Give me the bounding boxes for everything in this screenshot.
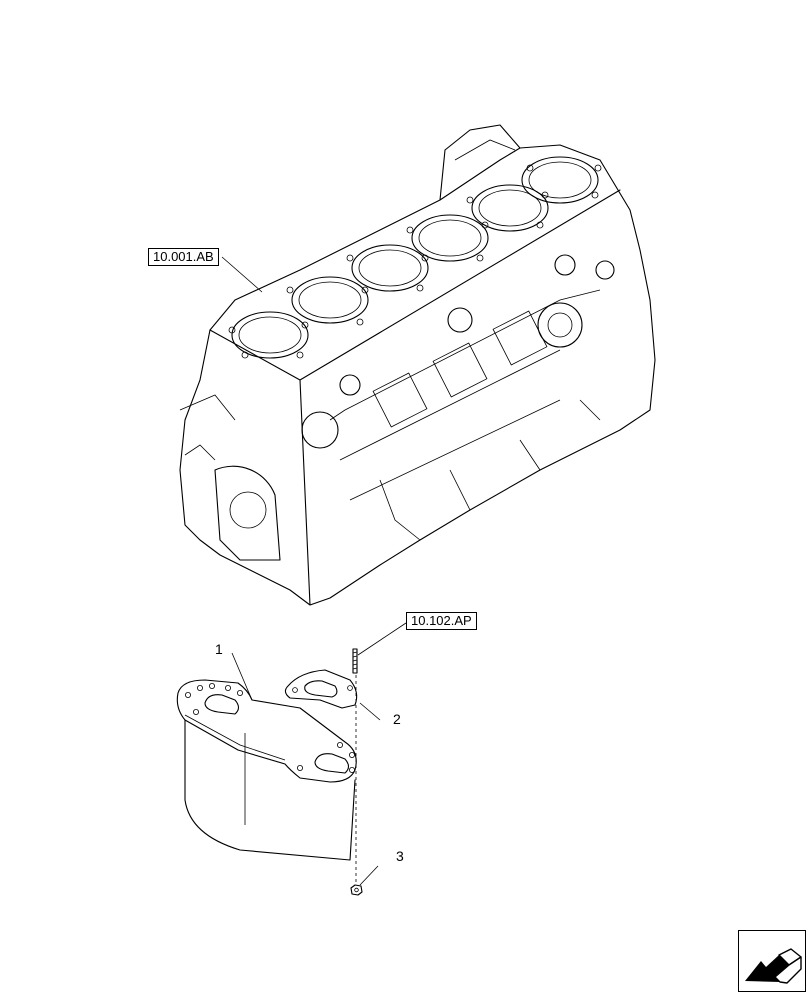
callout-1: 1 (215, 641, 223, 657)
nut-part (350, 884, 363, 896)
arrow-icon (745, 948, 802, 984)
stud-part (352, 648, 358, 674)
stud-reference-link[interactable]: 10.102.AP (406, 612, 477, 630)
gasket-part (284, 669, 358, 709)
head-bolt-holes (228, 164, 602, 359)
navigation-button[interactable] (738, 930, 806, 992)
callout-2: 2 (393, 711, 401, 727)
engine-block-illustration (179, 124, 656, 606)
oil-cooler-part (176, 679, 357, 861)
callout-3: 3 (396, 848, 404, 864)
cylinder-bores (231, 156, 599, 359)
engine-block-reference-link[interactable]: 10.001.AB (148, 248, 219, 266)
